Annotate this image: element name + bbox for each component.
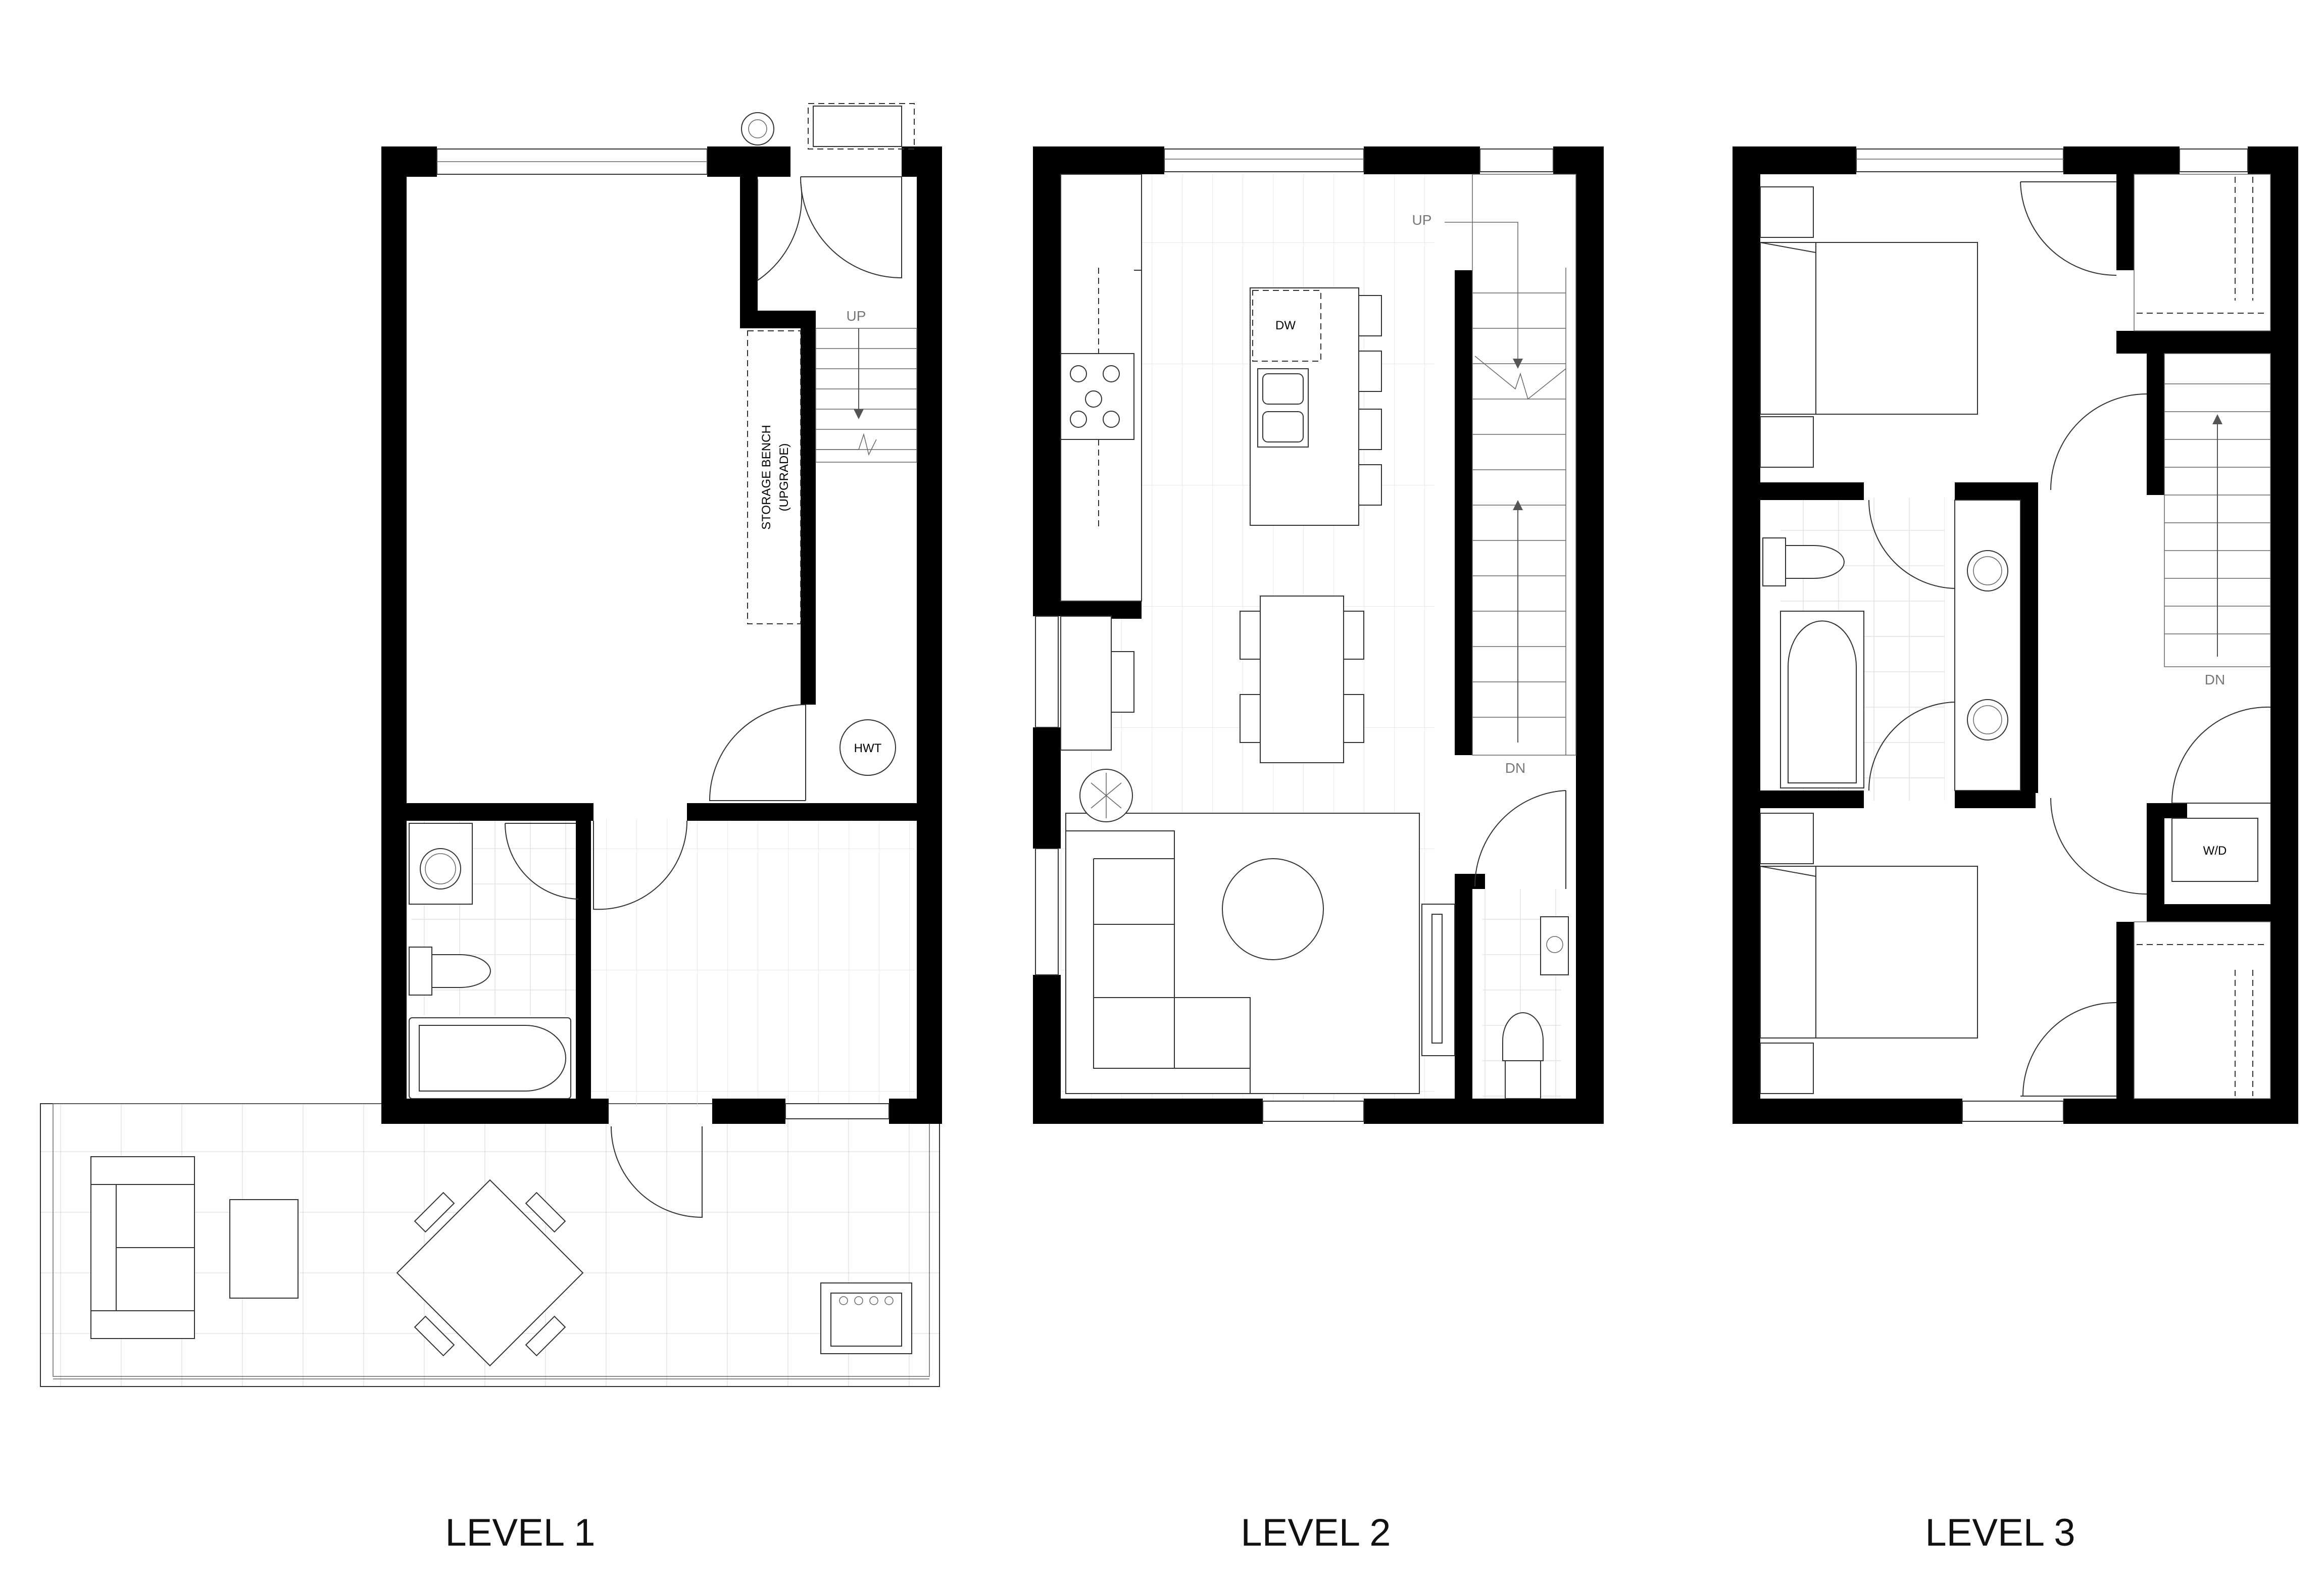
dishwasher — [1252, 290, 1321, 362]
toilet — [409, 947, 432, 996]
bbq-grill — [820, 1282, 912, 1354]
entry-door — [800, 176, 902, 279]
stairs — [1445, 174, 1576, 756]
double-vanity — [1954, 500, 2021, 791]
dishwasher-label: DW — [1275, 319, 1296, 332]
kitchen-counter — [1060, 174, 1142, 602]
patio-door — [611, 1126, 703, 1218]
coffee-table — [229, 1199, 299, 1299]
dining-set — [396, 1179, 584, 1367]
level-3-label: LEVEL 3 — [1925, 1511, 2075, 1554]
bathtub — [409, 1017, 571, 1099]
stair-up-label: UP — [1412, 212, 1432, 228]
dining-table — [1240, 596, 1364, 763]
bed — [1760, 186, 1978, 468]
storage-bench-sublabel: (UPGRADE) — [777, 443, 791, 512]
entry-step — [808, 103, 915, 150]
bedroom-door — [2020, 1002, 2117, 1097]
coffee-table — [1222, 858, 1324, 960]
vanity — [409, 823, 473, 905]
washer-dryer — [2171, 818, 2258, 882]
utility-door — [709, 704, 806, 801]
stair-down-label: DN — [1505, 760, 1525, 776]
powder-door — [1474, 790, 1566, 889]
hall-floor — [591, 818, 914, 1106]
bathtub — [1780, 611, 1864, 788]
tv-console — [1421, 904, 1455, 1056]
plant-icon — [741, 112, 774, 145]
bath-door — [593, 820, 688, 910]
level-2-label: LEVEL 2 — [1241, 1511, 1391, 1554]
sink — [1257, 368, 1309, 448]
toilet — [1762, 537, 1786, 586]
hall-door — [2050, 393, 2147, 490]
stair-up-label: UP — [847, 308, 866, 324]
bathroom — [1762, 500, 2021, 791]
stairs — [2164, 353, 2271, 667]
level-1-plan: UP STORAGE BENCH (UPGRADE) HWT — [40, 103, 942, 1387]
wall — [381, 146, 407, 1124]
storage-bench — [747, 330, 801, 624]
bedroom-door — [2020, 181, 2117, 276]
toilet — [1502, 1012, 1544, 1099]
washer-dryer-label: W/D — [2203, 844, 2227, 858]
desk — [1060, 616, 1134, 751]
kitchen-island: DW — [1250, 287, 1382, 526]
hwt-label: HWT — [854, 741, 882, 755]
bathroom — [409, 823, 579, 1099]
stairs — [815, 328, 917, 463]
stair-down-label: DN — [2205, 672, 2225, 687]
level-1-label: LEVEL 1 — [445, 1511, 595, 1554]
level-2-plan: DW — [1033, 146, 1604, 1124]
sofa — [90, 1156, 195, 1339]
laundry-door — [2171, 706, 2271, 804]
vanity — [1540, 916, 1569, 975]
sectional-sofa — [1065, 830, 1251, 1094]
range-cooktop — [1060, 353, 1134, 440]
plant-icon — [1079, 769, 1133, 822]
window — [1164, 149, 1364, 172]
level-3-plan: DN W/D — [1733, 146, 2298, 1124]
storage-bench-label: STORAGE BENCH — [760, 425, 773, 530]
hot-water-tank — [839, 719, 896, 776]
bed — [1760, 813, 1978, 1094]
